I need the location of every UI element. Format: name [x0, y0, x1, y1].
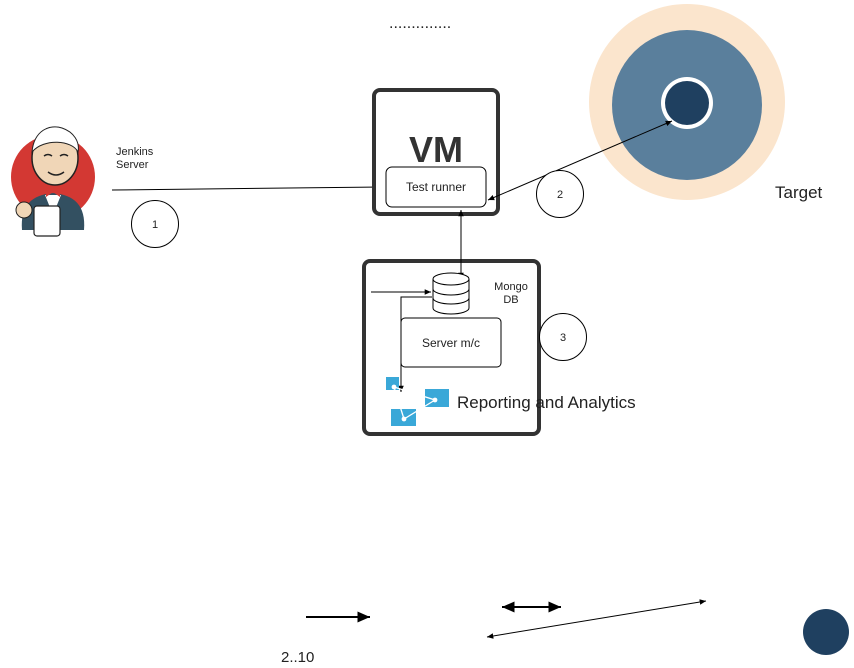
- mongo-db-label-line2: DB: [503, 294, 518, 306]
- target-label: Target: [775, 183, 823, 202]
- jenkins-to-runner-arrow: [111, 184, 385, 191]
- runner-target-arrow: [487, 120, 673, 201]
- legend-count-label: 2..10: [281, 649, 314, 666]
- top-ellipsis: ..............: [389, 15, 451, 32]
- test-runner-box: [385, 166, 487, 208]
- step-3-circle: [539, 313, 587, 361]
- step-1-circle: [131, 200, 179, 248]
- target-icon: [589, 4, 785, 200]
- vm-title: VM: [409, 129, 463, 170]
- mongo-db-label-line1: Mongo: [494, 281, 528, 293]
- test-runner-label: Test runner: [406, 180, 466, 194]
- step-2-circle: [536, 170, 584, 218]
- step-1-label: 1: [152, 219, 158, 231]
- jenkins-label-line2: Server: [116, 159, 149, 171]
- analytics-network-icon: [386, 377, 449, 426]
- jenkins-butler-icon: [11, 126, 95, 237]
- legend-dark-circle: [803, 609, 849, 655]
- step-3-label: 3: [560, 332, 566, 344]
- legend-diagonal-arrow: [486, 599, 707, 639]
- reporting-analytics-label: Reporting and Analytics: [457, 393, 636, 412]
- step-2-label: 2: [557, 189, 563, 201]
- database-icon: [432, 272, 470, 315]
- jenkins-label-line1: Jenkins: [116, 146, 154, 158]
- server-mc-label: Server m/c: [422, 336, 480, 350]
- server-mc-box: [400, 317, 502, 368]
